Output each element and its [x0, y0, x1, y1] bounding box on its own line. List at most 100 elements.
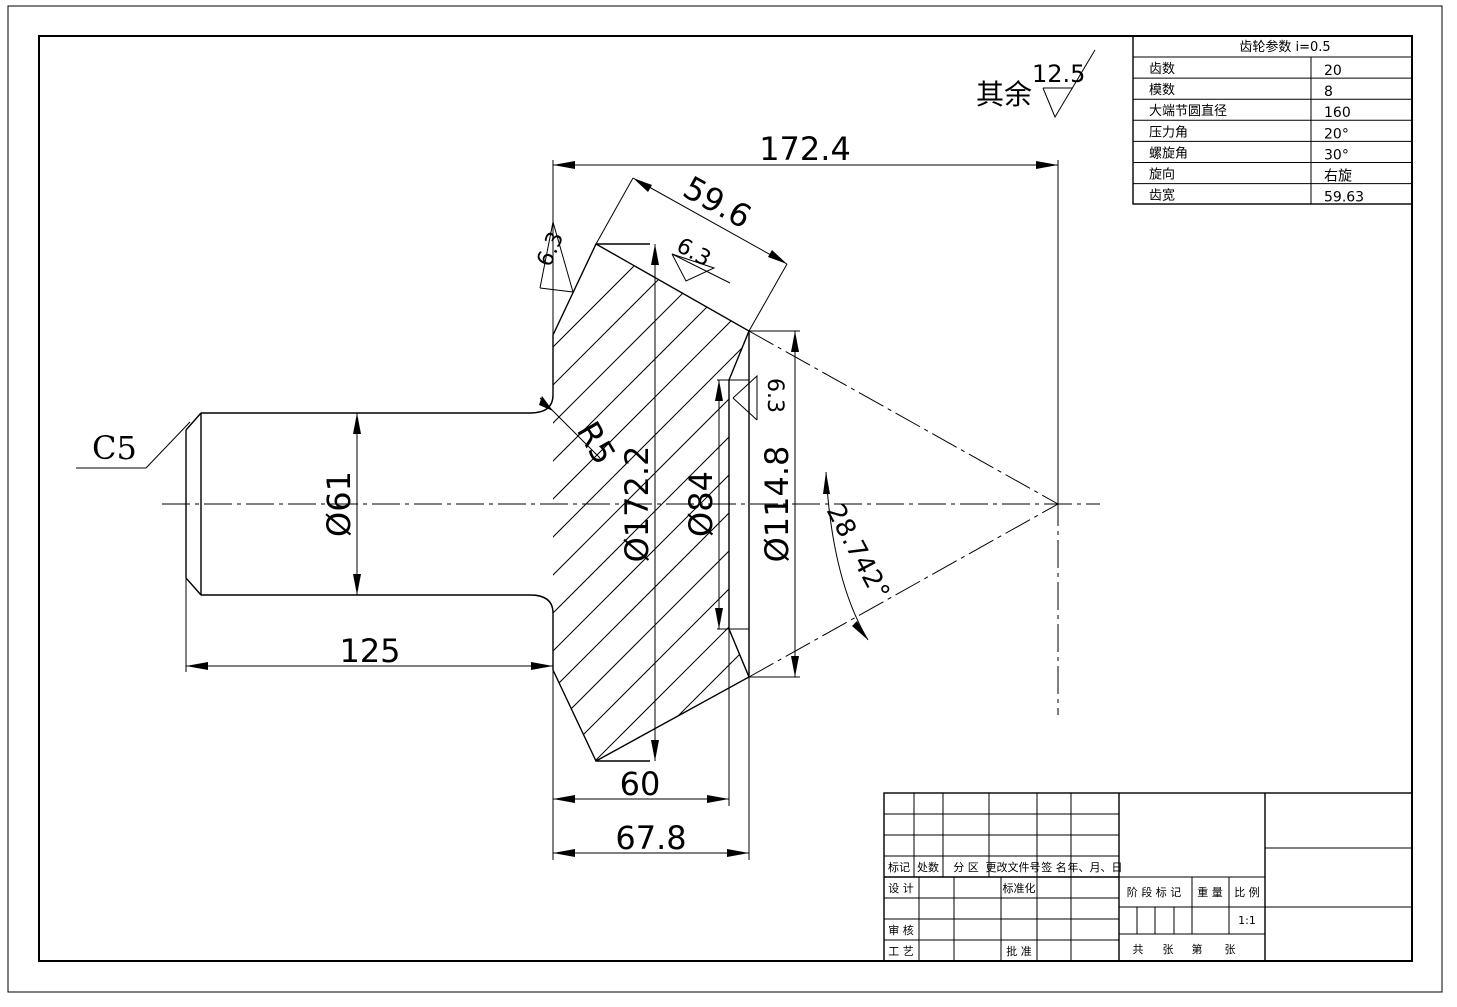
gear-table-label: 齿数	[1149, 62, 1175, 77]
hatch-line	[1088, 240, 1457, 800]
dim-dia-172: Ø172.2	[618, 244, 659, 761]
dim-angle: 28.742°	[820, 471, 895, 641]
hatch-line	[1164, 240, 1457, 800]
svg-text:年、月、日: 年、月、日	[1068, 860, 1123, 874]
svg-text:C5: C5	[92, 429, 137, 467]
gear-table-label: 压力角	[1149, 125, 1188, 140]
roughness-symbol-2: 6.3	[671, 233, 731, 284]
svg-text:分 区: 分 区	[953, 861, 979, 874]
svg-text:标准化: 标准化	[1003, 881, 1036, 895]
svg-text:重 量: 重 量	[1197, 885, 1223, 899]
svg-text:审 核: 审 核	[888, 923, 914, 937]
gear-table-value: 59.63	[1324, 190, 1364, 206]
hatch-line	[860, 240, 1420, 800]
roughness-note-value: 12.5	[1032, 60, 1085, 88]
svg-text:R5: R5	[569, 415, 623, 471]
hatch-line	[1012, 240, 1457, 800]
svg-text:签 名: 签 名	[1041, 860, 1067, 874]
dim-face-width-text: 59.6	[677, 168, 758, 236]
hatch-line	[1240, 240, 1457, 800]
gear-table-value: 160	[1324, 105, 1351, 121]
svg-text:第: 第	[1192, 942, 1203, 956]
outer-border	[7, 5, 1443, 993]
hatch-line	[553, 244, 749, 761]
title-block: 标记 处数 分 区 更改文件号 签 名 年、月、日 设 计 标准化 审 核 工 …	[883, 792, 1413, 962]
hatch-line	[1126, 240, 1457, 800]
hatch-line	[553, 244, 749, 761]
svg-text:Ø61: Ø61	[320, 471, 358, 537]
hatch-line	[553, 244, 749, 761]
dim-dia-114: Ø114.8	[749, 330, 800, 678]
svg-text:处数: 处数	[917, 861, 939, 874]
gear-table-value: 30°	[1324, 147, 1349, 163]
radius-label: R5	[539, 396, 623, 471]
hatch-line	[553, 244, 749, 761]
pitch-cone-upper	[748, 330, 1059, 505]
hatch-line	[822, 240, 1382, 800]
dim-dia-84: Ø84	[682, 379, 729, 630]
gear-table-value: 20°	[1324, 126, 1349, 142]
svg-text:6.3: 6.3	[533, 228, 570, 270]
hatch-line	[555, 244, 749, 761]
svg-text:张: 张	[1163, 943, 1174, 956]
hatch-line	[898, 240, 1457, 800]
hatch-line	[553, 244, 661, 761]
hatch-line	[1278, 240, 1457, 800]
hatch-line	[553, 244, 749, 761]
gear-table-value: 20	[1324, 63, 1342, 79]
gear-table-label: 旋向	[1149, 167, 1175, 183]
shaft-outline	[185, 394, 554, 614]
svg-text:阶 段 标 记: 阶 段 标 记	[1127, 885, 1182, 899]
dim-overall-length: 172.4	[552, 130, 1059, 504]
pitch-cone-lower	[748, 503, 1059, 678]
roughness-note: 其余 12.5	[976, 49, 1096, 119]
gear-table-label: 大端节圆直径	[1149, 104, 1227, 119]
hatch-line	[936, 240, 1457, 800]
hatch-line	[974, 240, 1457, 800]
svg-text:Ø114.8: Ø114.8	[758, 446, 796, 563]
roughness-note-prefix: 其余	[976, 78, 1032, 111]
hatch-line	[553, 244, 737, 761]
svg-text:更改文件号: 更改文件号	[986, 860, 1041, 874]
svg-text:125: 125	[339, 632, 400, 670]
gear-table-label: 齿宽	[1149, 188, 1175, 204]
hatch-line	[553, 244, 699, 761]
hatch-line	[1202, 240, 1457, 800]
svg-text:6.3: 6.3	[762, 378, 787, 413]
gear-table-label: 模数	[1149, 83, 1175, 98]
svg-text:60: 60	[620, 765, 661, 803]
svg-text:67.8: 67.8	[615, 819, 686, 857]
hatch-line	[1050, 240, 1457, 800]
svg-text:工 艺: 工 艺	[888, 945, 914, 958]
gear-table-value: 右旋	[1324, 169, 1352, 185]
gear-table-label: 螺旋角	[1149, 146, 1188, 161]
svg-text:1:1: 1:1	[1238, 914, 1256, 927]
dim-len-67: 67.8	[553, 677, 750, 860]
chamfer-label: C5	[76, 421, 191, 469]
hatch-line	[553, 244, 749, 761]
section-hatching	[553, 240, 1457, 800]
dim-len-125: 125	[185, 578, 554, 860]
svg-text:设 计: 设 计	[888, 882, 914, 895]
hatch-line	[553, 244, 749, 761]
hatch-line	[669, 244, 749, 761]
svg-text:比 例: 比 例	[1234, 885, 1260, 899]
hatch-line	[784, 240, 1344, 800]
svg-text:共: 共	[1133, 943, 1144, 956]
svg-text:批 准: 批 准	[1006, 944, 1032, 958]
gear-outline	[552, 243, 750, 762]
svg-text:Ø84: Ø84	[682, 471, 720, 537]
roughness-symbol-3: 6.3	[732, 374, 787, 421]
gear-table-value: 8	[1324, 84, 1333, 100]
inner-frame	[38, 35, 1413, 962]
svg-text:Ø172.2: Ø172.2	[618, 446, 656, 563]
svg-text:标记: 标记	[888, 860, 910, 874]
dim-len-60: 60	[553, 629, 730, 806]
hatch-line	[553, 244, 749, 761]
svg-text:张: 张	[1225, 943, 1236, 956]
dim-overall-length-text: 172.4	[759, 130, 851, 168]
dim-dia-61: Ø61	[320, 413, 361, 595]
svg-text:28.742°: 28.742°	[820, 499, 895, 605]
